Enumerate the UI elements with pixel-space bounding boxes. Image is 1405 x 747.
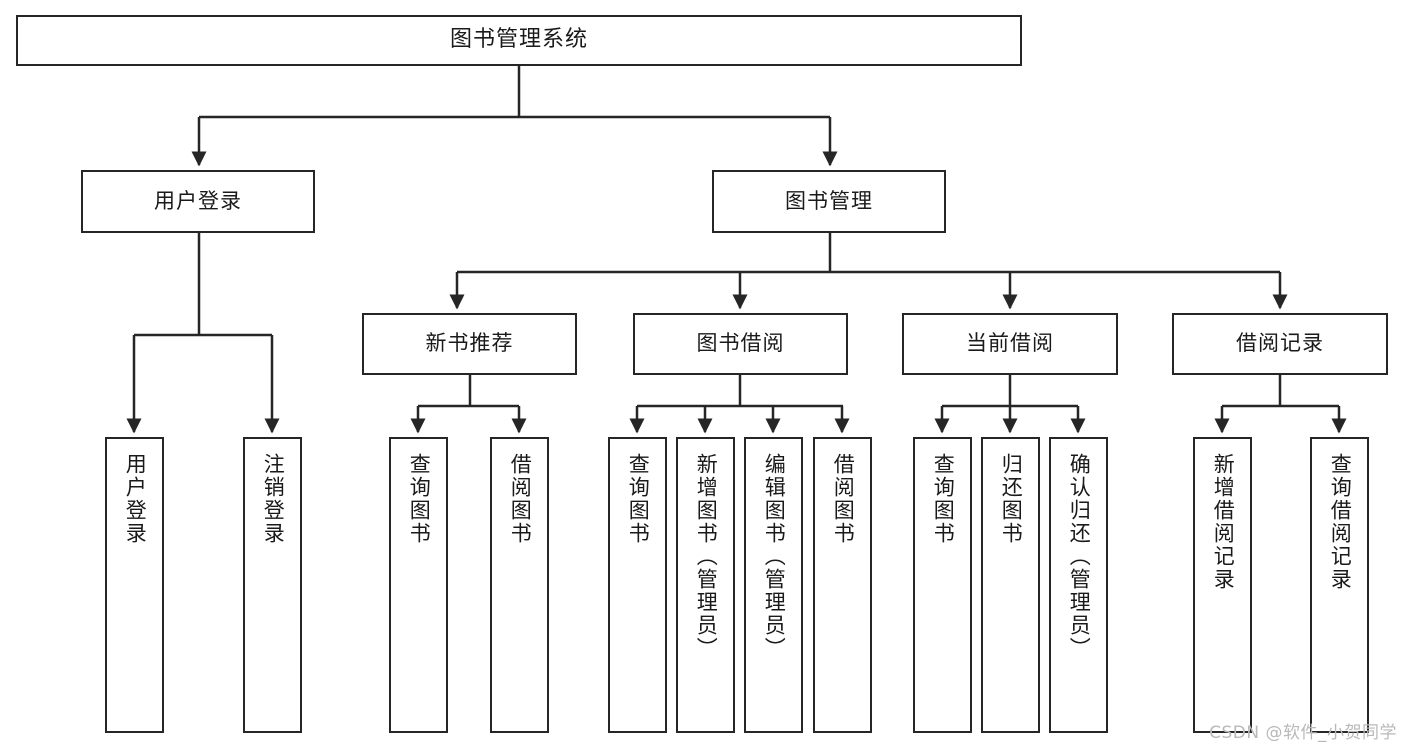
node-label: 图书管理 (785, 188, 873, 213)
leaf-borrow-book[interactable]: 借阅图书 (813, 437, 872, 733)
node-label: 新增借阅记录 (1211, 453, 1236, 591)
leaf-edit-book-admin[interactable]: 编辑图书（管理员） (744, 437, 803, 733)
leaf-query-borrow-record[interactable]: 查询借阅记录 (1310, 437, 1369, 733)
node-root-system[interactable]: 图书管理系统 (16, 15, 1022, 66)
node-borrow-record[interactable]: 借阅记录 (1172, 313, 1388, 375)
leaf-borrow-book-newbook[interactable]: 借阅图书 (490, 437, 549, 733)
node-label: 用户登录 (154, 188, 242, 213)
node-user-login[interactable]: 用户登录 (81, 170, 315, 233)
leaf-query-book-newbook[interactable]: 查询图书 (389, 437, 448, 733)
leaf-query-book-borrow[interactable]: 查询图书 (608, 437, 667, 733)
node-current-borrow[interactable]: 当前借阅 (902, 313, 1118, 375)
node-book-management[interactable]: 图书管理 (712, 170, 946, 233)
node-new-book-recommend[interactable]: 新书推荐 (362, 313, 577, 375)
node-label: 借阅图书 (508, 453, 533, 545)
leaf-logout[interactable]: 注销登录 (243, 437, 302, 733)
node-label: 借阅记录 (1236, 331, 1324, 356)
node-label: 注销登录 (261, 453, 286, 545)
leaf-return-book[interactable]: 归还图书 (981, 437, 1040, 733)
node-label: 确认归还（管理员） (1067, 453, 1092, 660)
node-label: 图书借阅 (696, 331, 785, 356)
node-label: 归还图书 (999, 453, 1024, 545)
leaf-add-book-admin[interactable]: 新增图书（管理员） (676, 437, 735, 733)
node-label: 查询图书 (407, 453, 432, 545)
node-label: 查询图书 (931, 453, 956, 545)
node-label: 当前借阅 (966, 331, 1054, 356)
node-book-borrow[interactable]: 图书借阅 (633, 313, 848, 375)
node-label: 查询借阅记录 (1328, 453, 1353, 591)
node-label: 借阅图书 (831, 453, 856, 545)
leaf-confirm-return-admin[interactable]: 确认归还（管理员） (1049, 437, 1108, 733)
leaf-query-book-current[interactable]: 查询图书 (913, 437, 972, 733)
node-label: 图书管理系统 (449, 27, 588, 53)
node-label: 新增图书（管理员） (694, 453, 719, 660)
leaf-user-login[interactable]: 用户登录 (105, 437, 164, 733)
leaf-add-borrow-record[interactable]: 新增借阅记录 (1193, 437, 1252, 733)
node-label: 用户登录 (123, 453, 148, 545)
node-label: 新书推荐 (425, 331, 514, 356)
node-label: 查询图书 (626, 453, 651, 545)
node-label: 编辑图书（管理员） (762, 453, 787, 660)
